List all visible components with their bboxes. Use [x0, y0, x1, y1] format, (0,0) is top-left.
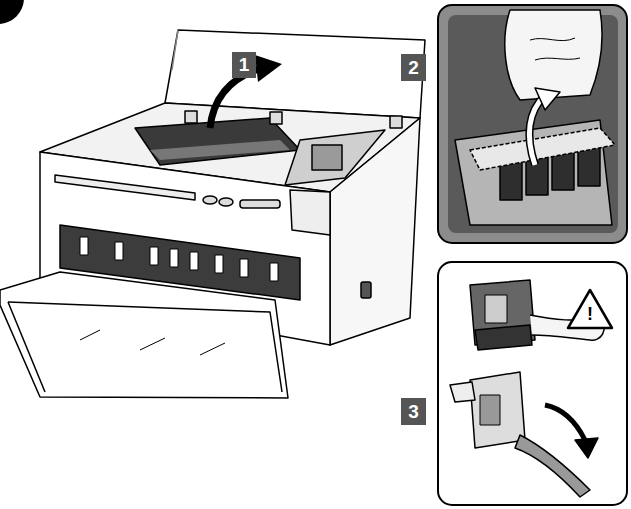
inset-panel	[438, 262, 627, 505]
callout-box	[401, 54, 426, 81]
callout-number: 2	[401, 54, 426, 81]
paper-slot	[135, 118, 300, 165]
printer-side	[330, 118, 420, 345]
inset-panel	[438, 5, 627, 243]
logo-badge	[361, 282, 371, 298]
latch-cover	[470, 128, 615, 170]
callout-number: 1	[232, 52, 256, 78]
warning-mark: !	[583, 303, 597, 325]
output-tray	[0, 272, 288, 398]
corner-mark	[0, 0, 24, 24]
callout-box	[401, 398, 426, 425]
callout-number: 3	[401, 398, 426, 425]
hand	[505, 10, 602, 100]
warning-triangle	[568, 290, 612, 328]
callout-box	[232, 52, 256, 78]
printhead	[450, 372, 598, 497]
